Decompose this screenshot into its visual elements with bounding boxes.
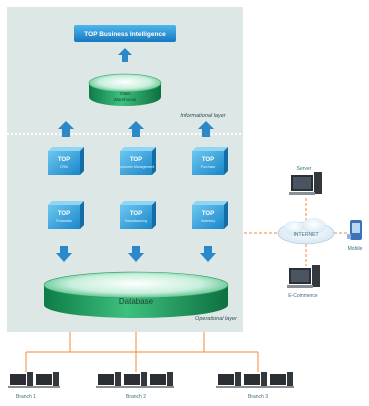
module-title: TOP	[130, 157, 142, 163]
module-box-financials: TOP Financials	[48, 201, 84, 229]
server-label: Server	[297, 166, 312, 172]
database-label: Database	[119, 297, 154, 306]
branch-label: Branch 3	[248, 394, 268, 400]
branch-label: Branch 1	[16, 394, 36, 400]
module-subtitle: Customer Management	[118, 165, 155, 169]
module-subtitle: Financials	[56, 219, 72, 223]
branch-links	[25, 332, 259, 372]
module-box-customer-management: TOP Customer Management	[118, 147, 156, 175]
module-box-inventory: TOP Inventory	[192, 201, 228, 229]
server-computer-icon	[289, 172, 322, 195]
module-title: TOP	[58, 211, 70, 217]
arrow-up-icon	[58, 121, 74, 137]
data-warehouse-label-1: Data	[120, 91, 130, 96]
module-subtitle: Inventory	[201, 219, 216, 223]
arrow-down-icon	[128, 246, 144, 262]
module-box-crm: TOP CRM	[48, 147, 84, 175]
module-title: TOP	[202, 211, 214, 217]
branch-3-computers	[216, 372, 294, 388]
arrow-down-icon	[200, 246, 216, 262]
arrow-up-icon	[118, 48, 132, 62]
arrow-up-icon	[198, 121, 214, 137]
module-subtitle: Purchase	[201, 165, 216, 169]
module-title: TOP	[202, 157, 214, 163]
module-title: TOP	[130, 211, 142, 217]
database-cylinder: Database	[43, 271, 229, 318]
module-subtitle: CRM	[60, 165, 68, 169]
branch-2-computers	[96, 372, 174, 388]
arrow-up-icon	[128, 121, 144, 137]
mobile-device-icon	[347, 220, 362, 240]
operational-layer-label: Operational layer	[195, 316, 238, 322]
bi-banner-title: TOP Business Intelligence	[84, 31, 166, 38]
module-subtitle: Manufacturing	[125, 219, 147, 223]
data-warehouse-label-2: Warehouse	[114, 97, 137, 102]
informational-layer-label: Informational layer	[180, 113, 226, 119]
arrow-down-icon	[56, 246, 72, 262]
bi-banner: TOP Business Intelligence	[74, 25, 176, 42]
branch-label: Branch 2	[126, 394, 146, 400]
module-box-manufacturing: TOP Manufacturing	[120, 201, 156, 229]
mobile-label: Mobile	[348, 246, 363, 252]
module-title: TOP	[58, 157, 70, 163]
ecommerce-computer-icon	[287, 265, 320, 288]
ecommerce-label: E-Commerce	[288, 293, 318, 299]
internet-label: INTERNET	[294, 232, 319, 238]
branch-1-computers	[8, 372, 60, 388]
internet-cloud-icon: INTERNET	[277, 218, 335, 245]
module-box-purchase: TOP Purchase	[192, 147, 228, 175]
data-warehouse: Data Warehouse	[88, 73, 162, 106]
